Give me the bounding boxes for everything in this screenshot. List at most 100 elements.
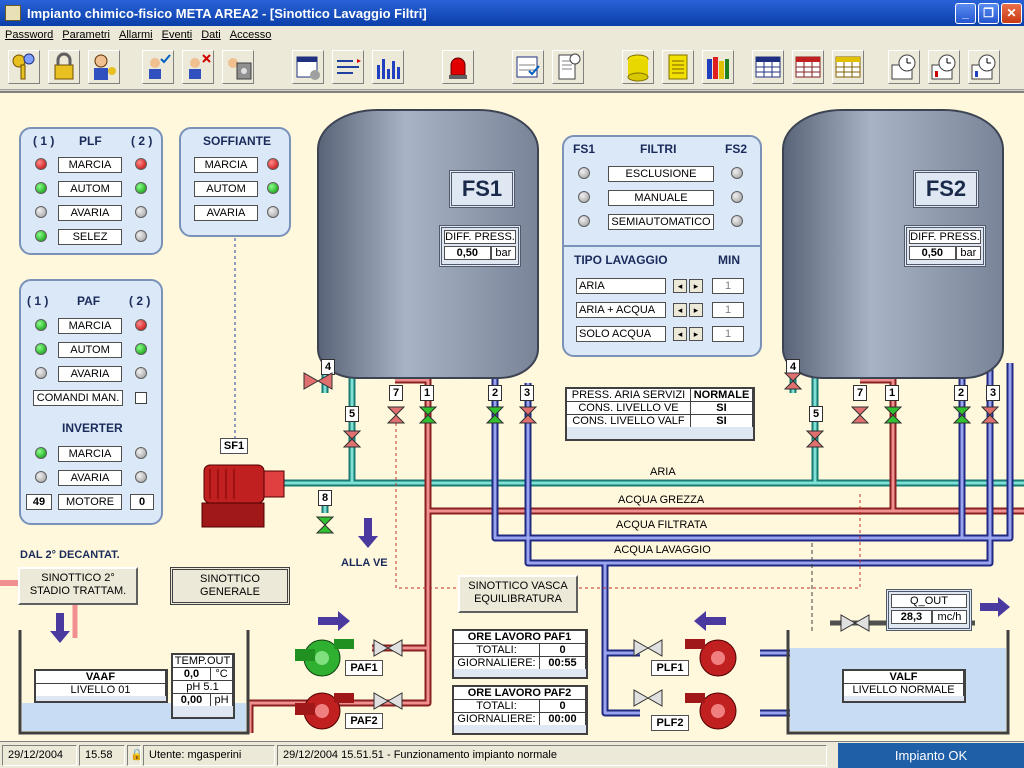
database-button[interactable] [622, 50, 654, 84]
fs2-valve-tag-2: 2 [954, 385, 968, 401]
aria-acqua-min-input[interactable]: 1 [712, 302, 744, 318]
cons-valf-key: CONS. LIVELLO VALF [567, 415, 691, 427]
esclusione-label: ESCLUSIONE [608, 166, 714, 182]
valf-title: VALF [844, 671, 964, 683]
valve-tag-4: 4 [321, 359, 335, 375]
ph-title: pH 5.1 [173, 681, 233, 693]
plf2-autom-led [135, 182, 147, 194]
books-button[interactable] [702, 50, 734, 84]
user-key-button[interactable] [88, 50, 120, 84]
user-check-button[interactable] [142, 50, 174, 84]
cons-valf-value: SI [691, 415, 753, 427]
tipo-lavaggio-title: TIPO LAVAGGIO [574, 253, 668, 267]
paf1-autom-led [35, 343, 47, 355]
sinottico-vasca-button[interactable]: SINOTTICO VASCA EQUILIBRATURA [458, 575, 578, 613]
user-check-icon [149, 54, 171, 79]
alarm-button[interactable] [442, 50, 474, 84]
setpoint-icon [337, 59, 361, 74]
fs1-label: FS1 [449, 170, 515, 208]
valf-level: LIVELLO NORMALE [844, 684, 964, 696]
toolbar [0, 44, 1024, 90]
setpoint-button[interactable] [332, 50, 364, 84]
press-aria-key: PRESS. ARIA SERVIZI [567, 389, 691, 401]
comandi-man-checkbox[interactable] [135, 392, 147, 404]
soffiante-marcia-led [267, 158, 279, 170]
paf-label-1: ( 1 ) [27, 294, 49, 308]
calendar-gear-icon [296, 56, 320, 80]
ph-value: 0,00 [173, 694, 211, 706]
comandi-man-label: COMANDI MAN. [33, 390, 123, 406]
paf-avaria-label: AVARIA [58, 366, 122, 382]
filtri-fs2-label: FS2 [725, 142, 748, 156]
aria-decrement-button[interactable]: ◂ [673, 279, 687, 293]
aria-acqua-decrement-button[interactable]: ◂ [673, 303, 687, 317]
aria-acqua-increment-button[interactable]: ▸ [689, 303, 703, 317]
flow-acqua-lavaggio-label: ACQUA LAVAGGIO [614, 544, 711, 556]
data-sheet-button[interactable] [662, 50, 694, 84]
clock-1-button[interactable] [888, 50, 920, 84]
ore-paf1-box: ORE LAVORO PAF1 TOTALI:0 GIORNALIERE:00:… [452, 629, 588, 679]
menu-password[interactable]: Password [5, 29, 54, 41]
sinottico-generale-button[interactable]: SINOTTICO GENERALE [170, 567, 290, 605]
soffiante-avaria-led [267, 206, 279, 218]
soffiante-title: SOFFIANTE [203, 134, 271, 148]
filtri-fs1-label: FS1 [573, 142, 596, 156]
menu-accesso[interactable]: Accesso [229, 29, 272, 41]
valve-fs1-5 [342, 430, 362, 448]
table-2-button[interactable] [792, 50, 824, 84]
clock-3-button[interactable] [968, 50, 1000, 84]
aria-min-input[interactable]: 1 [712, 278, 744, 294]
menu-eventi[interactable]: Eventi [161, 29, 193, 41]
fs2-label: FS2 [913, 170, 979, 208]
valve-fs2-5 [805, 430, 825, 448]
status-bar: 29/12/2004 15.58 🔒 Utente: mgasperini 29… [0, 741, 1024, 768]
table-1-button[interactable] [752, 50, 784, 84]
plf1-pump [685, 639, 737, 677]
solo-acqua-decrement-button[interactable]: ◂ [673, 327, 687, 341]
ore-paf1-title: ORE LAVORO PAF1 [454, 631, 586, 643]
ore-paf2-box: ORE LAVORO PAF2 TOTALI:0 GIORNALIERE:00:… [452, 685, 588, 735]
fs1-diff-unit: bar [490, 246, 516, 260]
soffiante-avaria-label: AVARIA [194, 205, 258, 221]
keys-icon [12, 53, 35, 80]
close-button[interactable]: ✕ [1001, 3, 1022, 24]
inverter-marcia-label: MARCIA [58, 446, 122, 462]
cons-ve-value: SI [691, 402, 753, 414]
user-remove-button[interactable] [182, 50, 214, 84]
bargraph-button[interactable] [372, 50, 404, 84]
status-user: Utente: mgasperini [143, 744, 275, 766]
menu-parametri[interactable]: Parametri [62, 29, 110, 41]
aria-increment-button[interactable]: ▸ [689, 279, 703, 293]
table-3-button[interactable] [832, 50, 864, 84]
cons-ve-key: CONS. LIVELLO VE [567, 402, 691, 414]
parameters-button[interactable] [292, 50, 324, 84]
plf2-avaria-led [135, 206, 147, 218]
sinottico-2-stadio-button[interactable]: SINOTTICO 2° STADIO TRATTAM. [18, 567, 138, 605]
user-safe-button[interactable] [222, 50, 254, 84]
fs1-manuale-led [578, 191, 590, 203]
clock-2-button[interactable] [928, 50, 960, 84]
fs1-esclusione-led [578, 167, 590, 179]
plf2-pump [685, 692, 737, 730]
inverter-marcia-led [35, 447, 47, 459]
paf2-avaria-led [135, 367, 147, 379]
valve-tag-1: 1 [420, 385, 434, 401]
minimize-button[interactable]: _ [955, 3, 976, 24]
events-log-button[interactable] [552, 50, 584, 84]
lock-button[interactable] [48, 50, 80, 84]
valve-fs1-1 [418, 406, 438, 424]
solo-acqua-min-input[interactable]: 1 [712, 326, 744, 342]
paf1-marcia-led [35, 319, 47, 331]
menu-allarmi[interactable]: Allarmi [118, 29, 153, 41]
flow-aria-label: ARIA [650, 466, 676, 478]
restore-button[interactable]: ❐ [978, 3, 999, 24]
events-button[interactable] [512, 50, 544, 84]
valve-fs2-4 [783, 372, 803, 390]
fs1-semiautomatico-led [578, 215, 590, 227]
status-message: 29/12/2004 15.51.51 - Funzionamento impi… [277, 744, 827, 766]
menu-dati[interactable]: Dati [201, 29, 221, 41]
keys-button[interactable] [8, 50, 40, 84]
solo-acqua-increment-button[interactable]: ▸ [689, 327, 703, 341]
